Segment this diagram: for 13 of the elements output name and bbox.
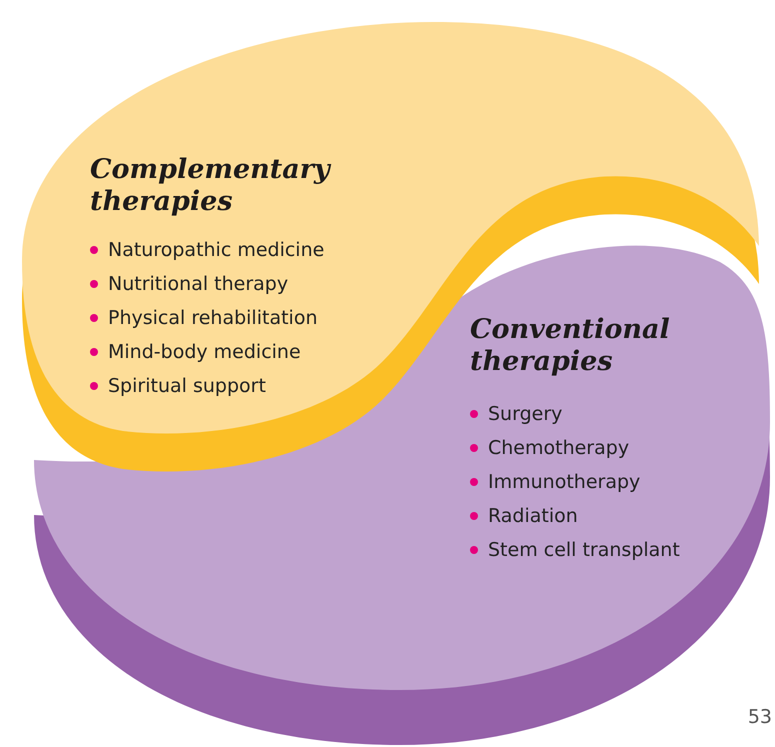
bullet-item: Mind-body medicine: [90, 340, 301, 364]
bullet-item: Surgery: [470, 402, 562, 426]
group-heading: Complementary therapies: [90, 154, 332, 218]
bullet-item: Radiation: [470, 504, 578, 528]
bullet-item: Chemotherapy: [470, 436, 630, 460]
bullet-item: Physical rehabilitation: [90, 306, 318, 330]
group-heading: Conventional therapies: [470, 314, 671, 378]
bullet-item: Spiritual support: [90, 374, 266, 398]
bullet-item: Nutritional therapy: [90, 272, 288, 296]
bullet-item: Immunotherapy: [470, 470, 640, 494]
bullet-item: Stem cell transplant: [470, 538, 680, 562]
bullet-item: Naturopathic medicine: [90, 238, 324, 262]
page-number: 53: [748, 706, 772, 728]
